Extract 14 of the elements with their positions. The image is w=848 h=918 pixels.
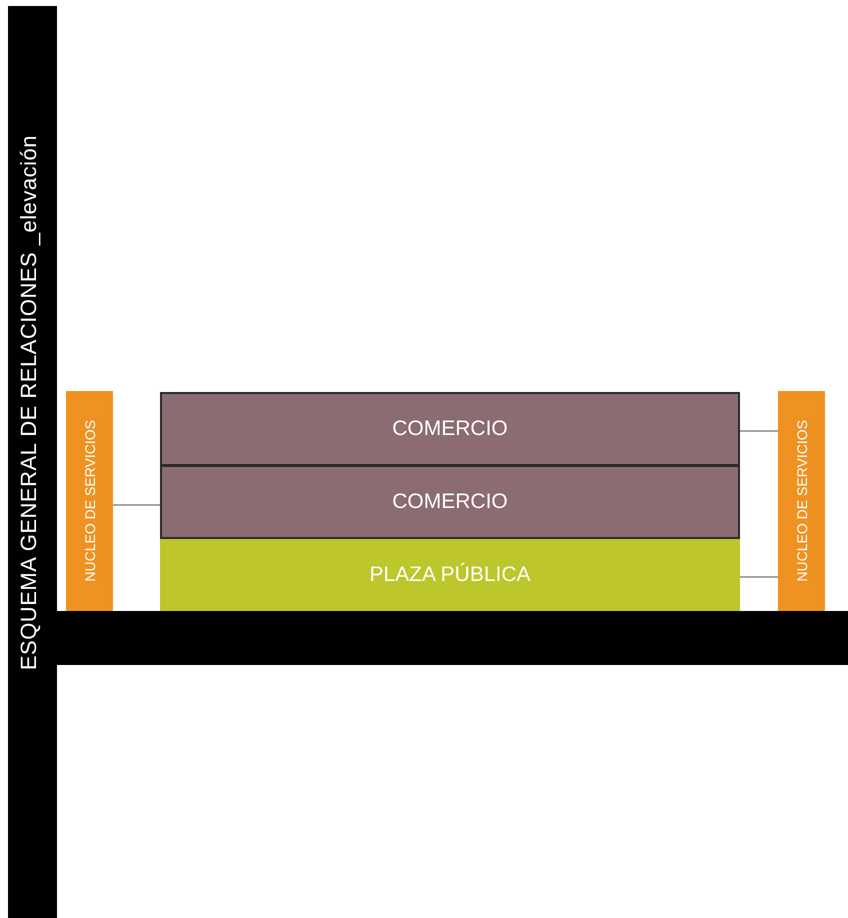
public-plaza-block [160, 539, 740, 611]
connector-line [740, 430, 778, 432]
commerce-block [160, 465, 740, 539]
block-label: NUCLEO DE SERVICIOS [794, 420, 810, 582]
connector-line [113, 504, 160, 506]
title: ESQUEMA GENERAL DE RELACIONES _elevación [16, 134, 42, 670]
connector-line [740, 576, 778, 578]
block-label: NUCLEO DE SERVICIOS [82, 420, 98, 582]
service-core-block [778, 391, 825, 611]
block-label: PLAZA PÚBLICA [369, 563, 531, 587]
commerce-block [160, 392, 740, 466]
service-core-block [66, 391, 113, 611]
block-label: COMERCIO [392, 490, 508, 514]
block-label: COMERCIO [392, 417, 508, 441]
